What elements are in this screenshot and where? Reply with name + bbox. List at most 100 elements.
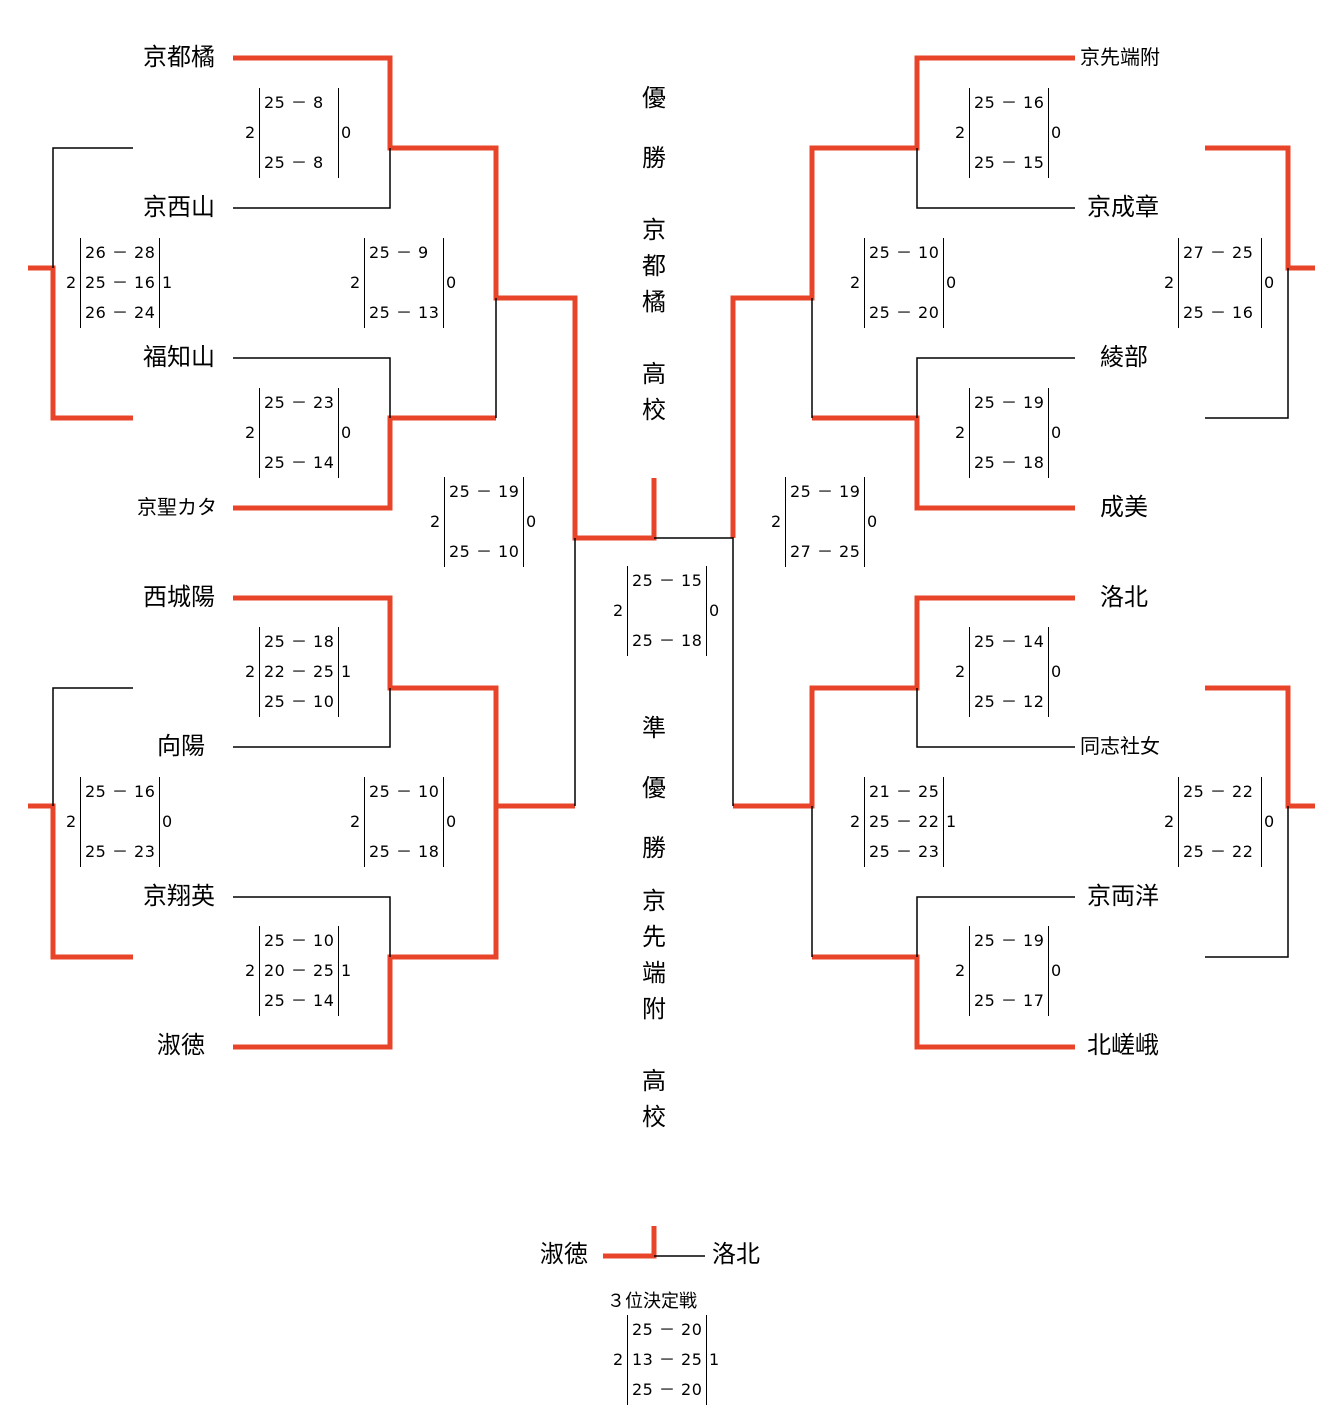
set-score: 25 － 16	[974, 93, 1045, 112]
sets-lost: 0	[162, 812, 173, 831]
lose-path-r6	[916, 688, 1075, 748]
vchar: 橘	[642, 288, 666, 316]
sets-lost: 1	[946, 812, 957, 831]
set-score: 25 － 15	[632, 571, 703, 590]
team-l7: 京翔英	[143, 882, 215, 910]
team-r8: 北嵯峨	[1087, 1031, 1159, 1059]
sets-won: 2	[245, 423, 256, 442]
sets-lost: 0	[1264, 273, 1275, 292]
lose-path-l2	[233, 148, 391, 209]
lose-path-l3	[233, 357, 391, 418]
win-path-l4	[233, 415, 496, 511]
set-score: 25 － 14	[974, 632, 1045, 651]
sets-won: 2	[955, 662, 966, 681]
set-list: 25 － 23 25 － 14	[264, 388, 334, 478]
champion-label: 優勝	[634, 68, 674, 188]
set-score: 25 － 10	[869, 243, 940, 262]
third-place-caption: ３位決定戦	[607, 1291, 697, 1312]
runner-up-label-text: 準優勝	[634, 698, 674, 878]
team-l2: 京西山	[143, 193, 215, 221]
set-score: 25 － 18	[369, 842, 440, 861]
set-score	[264, 418, 334, 448]
set-score: 25 － 16	[85, 273, 156, 292]
set-score: 21 － 25	[869, 782, 940, 801]
vchar: 先	[642, 923, 666, 951]
sets-lost: 0	[446, 812, 457, 831]
set-score: 25 － 14	[264, 453, 335, 472]
runner-up-name-text: 京先端附高校	[634, 883, 674, 1135]
set-score: 25 － 10	[264, 931, 335, 950]
team-r6: 同志社女	[1080, 734, 1160, 758]
set-score	[869, 268, 939, 298]
sets-lost: 0	[709, 601, 720, 620]
sets-lost: 1	[162, 273, 173, 292]
set-score	[790, 507, 860, 537]
set-score	[974, 418, 1044, 448]
set-score	[449, 507, 519, 537]
team-l3: 福知山	[143, 343, 215, 371]
sets-won: 2	[613, 1350, 624, 1369]
vchar: 校	[642, 396, 666, 424]
set-score: 25 － 22	[869, 812, 940, 831]
lose-path-r3	[916, 357, 1075, 418]
set-score: 27 － 25	[1183, 243, 1254, 262]
set-score: 25 － 8	[264, 153, 324, 172]
set-score: 25 － 19	[790, 482, 861, 501]
win-path-rbot	[1205, 685, 1315, 809]
win-path-r4	[812, 415, 1075, 511]
vchar: 端	[642, 959, 666, 987]
vchar: 高	[642, 1067, 666, 1095]
sets-lost: 0	[526, 512, 537, 531]
sets-won: 2	[1164, 273, 1175, 292]
champion-name: 京都橘高校	[634, 212, 674, 428]
sets-lost: 0	[446, 273, 457, 292]
sets-lost: 0	[341, 123, 352, 142]
set-score	[974, 118, 1044, 148]
set-score: 20 － 25	[264, 961, 335, 980]
win-path-ltop	[28, 265, 133, 421]
sets-lost: 1	[341, 961, 352, 980]
set-score: 25 － 23	[264, 393, 335, 412]
lose-path-rtop	[1205, 268, 1289, 419]
sets-won: 2	[245, 662, 256, 681]
win-path-r1	[730, 55, 1075, 538]
team-r4: 成美	[1100, 493, 1148, 521]
set-score	[974, 956, 1044, 986]
set-score: 27 － 25	[790, 542, 861, 561]
vchar: 優	[642, 84, 666, 112]
team-r7: 京両洋	[1087, 882, 1159, 910]
vchar: 京	[642, 887, 666, 915]
set-score: 25 － 17	[974, 991, 1045, 1010]
set-score	[1183, 807, 1253, 837]
runner-up-name: 京先端附高校	[634, 883, 674, 1135]
set-list: 25 － 19 27 － 25	[790, 477, 860, 567]
score-box: 25 － 23 25 － 14	[259, 388, 339, 478]
team-r2: 京成章	[1087, 193, 1159, 221]
set-score: 13 － 25	[632, 1350, 703, 1369]
sets-won: 2	[350, 812, 361, 831]
lose-path-final	[654, 537, 734, 806]
set-score: 26 － 28	[85, 243, 156, 262]
